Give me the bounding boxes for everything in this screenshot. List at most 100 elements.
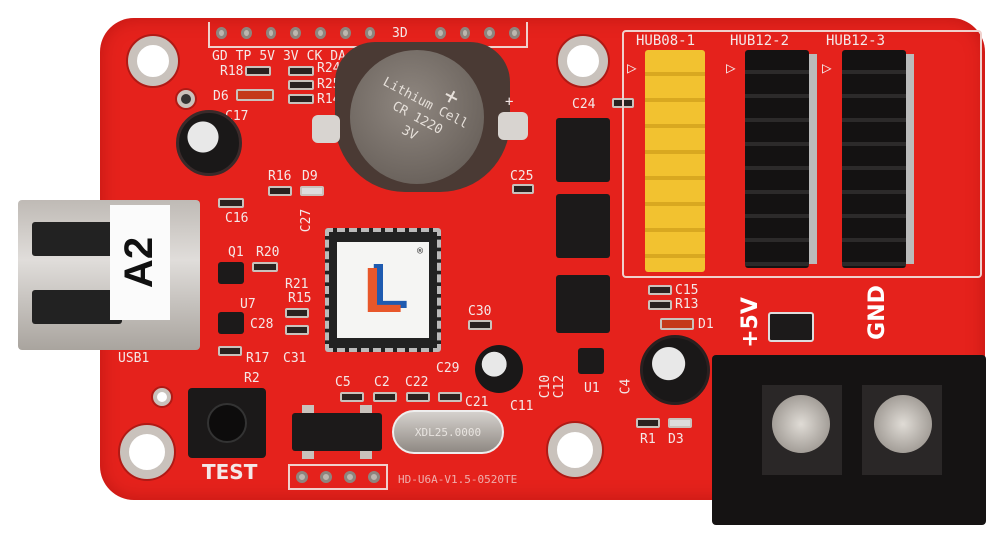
electrolytic-capacitor xyxy=(640,335,710,405)
crystal-frequency: XDL25.0000 xyxy=(414,425,482,439)
pin1-arrow-icon: ▷ xyxy=(627,58,637,77)
header-pin xyxy=(484,27,496,39)
diode xyxy=(236,89,274,101)
registered-mark: ® xyxy=(416,246,423,257)
label-c30: C30 xyxy=(468,304,492,319)
main-microcontroller: L ® xyxy=(325,228,441,352)
label-c2: C2 xyxy=(374,375,390,390)
test-button[interactable] xyxy=(188,388,266,458)
label-c12: C12 xyxy=(552,374,568,399)
buffer-ic xyxy=(556,194,610,258)
label-c29: C29 xyxy=(436,361,460,376)
label-u7: U7 xyxy=(240,297,256,312)
header-pin xyxy=(290,27,301,39)
capacitor xyxy=(340,392,364,402)
capacitor xyxy=(468,320,492,330)
label-c5: C5 xyxy=(335,375,351,390)
label-c10: C10 xyxy=(538,374,554,399)
resistor xyxy=(648,300,672,310)
label-q1: Q1 xyxy=(228,245,244,260)
header-pin xyxy=(434,27,446,39)
resistor xyxy=(288,80,314,90)
coin-cell-battery: + Lithium Cell CR 1220 3V xyxy=(350,50,484,184)
label-c25: C25 xyxy=(510,169,534,184)
label-u1: U1 xyxy=(584,381,600,396)
header-pin xyxy=(265,27,277,39)
pin-label: CK xyxy=(306,49,323,64)
voltage-regulator xyxy=(292,413,382,451)
capacitor xyxy=(406,392,430,402)
label-r2: R2 xyxy=(244,371,260,386)
pin1-arrow-icon: ▷ xyxy=(726,58,736,77)
buffer-ic xyxy=(556,118,610,182)
label-hub12-3: HUB12-3 xyxy=(826,33,886,49)
hub08-1-connector[interactable] xyxy=(645,50,705,272)
label-r24: R24 xyxy=(317,61,341,76)
pin-label: 3D xyxy=(392,26,408,41)
header-pin xyxy=(315,27,326,39)
battery-tab xyxy=(498,112,528,140)
usb-connector xyxy=(18,200,200,350)
regulator-chip xyxy=(218,312,244,334)
led xyxy=(668,418,692,428)
usb-tag-text: A2 xyxy=(117,236,162,289)
fuse xyxy=(768,312,814,342)
transistor xyxy=(218,262,244,284)
plus-mark: + xyxy=(505,94,514,110)
capacitor xyxy=(218,198,244,208)
hub12-3-connector[interactable] xyxy=(842,50,906,268)
header-pin-labels: GD TP 5V 3V CK DA xyxy=(212,50,346,63)
label-hub08-1: HUB08-1 xyxy=(636,33,696,49)
via-hole xyxy=(153,388,171,406)
resistor xyxy=(245,66,271,76)
resistor xyxy=(288,94,314,104)
label-d6: D6 xyxy=(213,89,229,104)
hub-area xyxy=(622,30,982,278)
capacitor xyxy=(512,184,534,194)
resistor xyxy=(288,66,314,76)
resistor xyxy=(636,418,660,428)
pin-label: GD xyxy=(212,49,228,64)
label-d9: D9 xyxy=(302,169,318,184)
header-pin xyxy=(509,27,520,39)
hub12-2-connector[interactable] xyxy=(745,50,809,268)
label-r1: R1 xyxy=(640,432,656,447)
mounting-hole xyxy=(120,425,174,479)
resistor xyxy=(218,346,242,356)
board-model-text: HD-U6A-V1.5-0520TE xyxy=(398,473,518,486)
led xyxy=(300,186,324,196)
resistor xyxy=(268,186,292,196)
flash-ic xyxy=(556,275,610,333)
mounting-hole xyxy=(558,36,608,86)
header-pin xyxy=(459,27,471,39)
chip-logo: L xyxy=(363,254,403,326)
label-c16: C16 xyxy=(225,211,249,226)
pin1-arrow-icon: ▷ xyxy=(822,58,832,77)
screw-icon[interactable] xyxy=(874,395,932,453)
label-r20: R20 xyxy=(256,245,280,260)
electrolytic-capacitor xyxy=(475,345,523,393)
label-r18: R18 xyxy=(220,64,244,79)
resistor xyxy=(252,262,278,272)
battery-tab xyxy=(312,115,340,143)
label-d3: D3 xyxy=(668,432,684,447)
transistor xyxy=(578,348,604,374)
via-hole xyxy=(177,90,195,108)
label-r14: R14 xyxy=(317,92,341,107)
header-pin xyxy=(240,27,252,39)
screw-icon[interactable] xyxy=(772,395,830,453)
mounting-hole xyxy=(128,36,178,86)
header-pin xyxy=(216,27,227,39)
crystal-oscillator: XDL25.0000 xyxy=(392,410,504,454)
label-usb1: USB1 xyxy=(118,351,150,366)
pin-label: TP xyxy=(235,49,252,64)
label-r13: R13 xyxy=(675,297,699,312)
label-c15: C15 xyxy=(675,283,699,298)
power-terminal-block[interactable] xyxy=(712,355,986,525)
label-c27: C27 xyxy=(299,208,315,233)
label-c21: C21 xyxy=(465,395,489,410)
bottom-header xyxy=(288,464,388,490)
label-r17: R17 xyxy=(246,351,270,366)
label-d1: D1 xyxy=(698,317,714,332)
pin-label: 3V xyxy=(282,49,299,64)
